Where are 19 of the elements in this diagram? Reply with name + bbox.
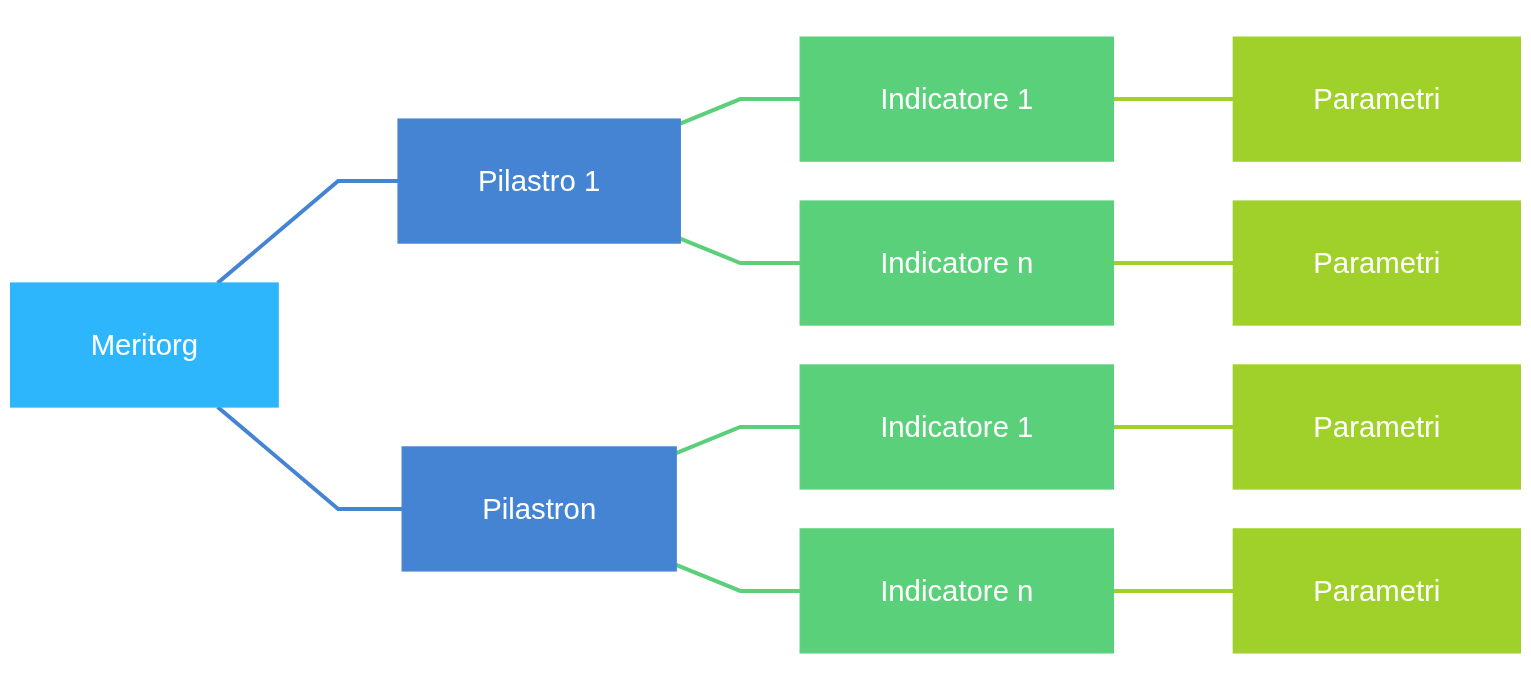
connector: [1113, 424, 1234, 429]
node-box: Parametri: [1232, 528, 1521, 654]
node-box: Indicatore 1: [799, 36, 1115, 162]
node-box: Meritorg: [10, 282, 279, 408]
connector: [679, 236, 801, 266]
node-box: Pilastro 1: [397, 118, 681, 244]
node-box: Pilastron: [401, 446, 677, 572]
node-box: Parametri: [1232, 364, 1521, 490]
connector: [675, 562, 801, 593]
connector: [216, 405, 403, 511]
node-box: Parametri: [1232, 36, 1521, 162]
node-box: Parametri: [1232, 200, 1521, 326]
connector: [216, 179, 399, 285]
node-box: Indicatore n: [799, 200, 1115, 326]
connector: [1113, 261, 1234, 266]
node-box: Indicatore n: [799, 528, 1115, 654]
connector: [1113, 97, 1234, 102]
connector: [1113, 588, 1234, 593]
node-box: Indicatore 1: [799, 364, 1115, 490]
